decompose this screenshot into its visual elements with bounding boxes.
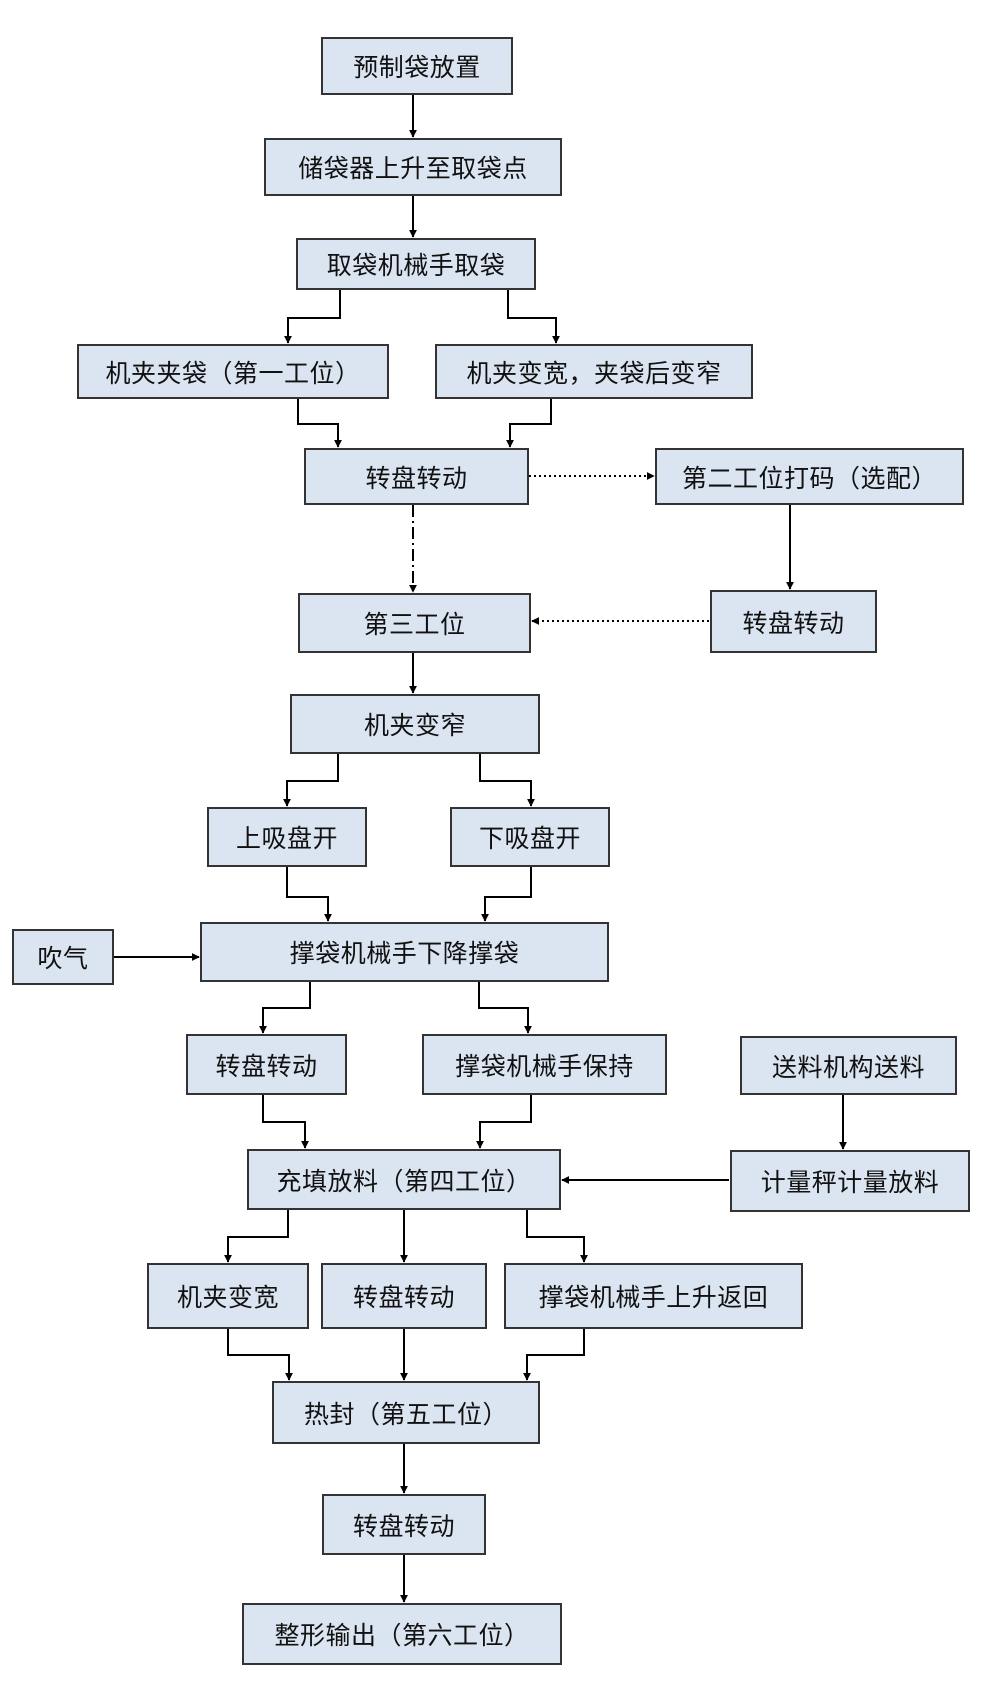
node-pick-bag-arm: 取袋机械手取袋 <box>296 238 536 290</box>
node-fill-station4: 充填放料（第四工位） <box>247 1149 561 1210</box>
arrow-fill-to-return <box>526 1210 588 1263</box>
node-station3: 第三工位 <box>298 593 531 653</box>
node-clamp-widen: 机夹变宽 <box>147 1263 309 1329</box>
node-preset-bag: 预制袋放置 <box>321 37 513 95</box>
node-clamp-bag-station1: 机夹夹袋（第一工位） <box>77 344 389 399</box>
node-scale-discharge: 计量秤计量放料 <box>730 1150 970 1212</box>
arrow-upper-to-arm <box>286 867 332 922</box>
node-feed-mechanism: 送料机构送料 <box>740 1036 957 1095</box>
node-clamp-widen-narrow: 机夹变宽，夹袋后变窄 <box>435 344 753 399</box>
node-turntable-5: 转盘转动 <box>322 1494 486 1555</box>
node-lower-suction: 下吸盘开 <box>450 807 610 867</box>
node-storage-rise: 储袋器上升至取袋点 <box>264 138 562 196</box>
arrow-arm-to-turntable3 <box>259 982 311 1034</box>
node-open-arm-hold: 撑袋机械手保持 <box>422 1034 667 1095</box>
node-clamp-narrow: 机夹变窄 <box>290 694 540 754</box>
node-shape-output-station6: 整形输出（第六工位） <box>242 1603 562 1665</box>
arrow-fill-to-widen <box>224 1210 289 1263</box>
arrow-return-to-seal <box>523 1329 585 1381</box>
arrow-lower-to-arm <box>481 867 532 922</box>
arrow-turntable3-to-fill <box>262 1095 309 1149</box>
arrow-widen-to-turntable1 <box>506 399 552 448</box>
arrow-pickarm-to-clamp <box>284 290 341 344</box>
arrow-narrow-to-lower <box>479 754 535 807</box>
arrow-narrow-to-upper <box>283 754 339 807</box>
arrow-arm-to-hold <box>478 982 532 1034</box>
node-turntable-1: 转盘转动 <box>304 448 529 505</box>
node-blow-air: 吹气 <box>12 929 114 985</box>
arrow-clamp-to-turntable1 <box>297 399 342 448</box>
node-turntable-4: 转盘转动 <box>321 1263 487 1329</box>
node-turntable-2: 转盘转动 <box>710 590 877 653</box>
node-open-arm-return: 撑袋机械手上升返回 <box>504 1263 803 1329</box>
node-station2-code: 第二工位打码（选配） <box>655 448 964 505</box>
node-upper-suction: 上吸盘开 <box>207 807 367 867</box>
arrow-widen-to-seal <box>227 1329 293 1381</box>
node-open-arm-descend: 撑袋机械手下降撑袋 <box>200 922 609 982</box>
arrow-hold-to-fill <box>476 1095 532 1149</box>
node-turntable-3: 转盘转动 <box>186 1034 347 1095</box>
node-heat-seal-station5: 热封（第五工位） <box>272 1381 540 1444</box>
arrow-pickarm-to-widen <box>507 290 560 344</box>
